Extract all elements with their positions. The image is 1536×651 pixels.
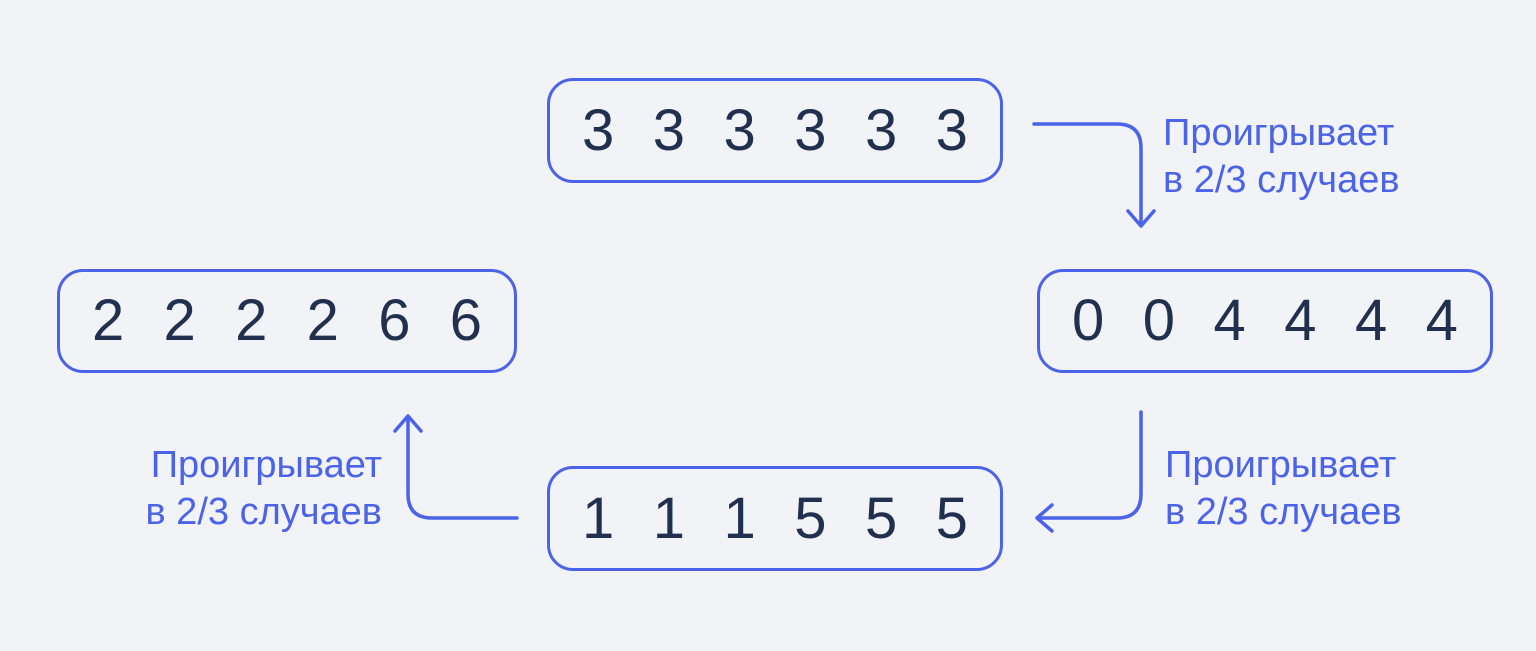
die-face-value: 4 bbox=[1354, 288, 1388, 353]
loss-label-right-to-bottom: Проигрывает в 2/3 случаев bbox=[1165, 442, 1402, 536]
die-face-value: 5 bbox=[794, 485, 827, 551]
loss-label-line2: в 2/3 случаев bbox=[1163, 159, 1400, 201]
die-box-top: 3 3 3 3 3 3 bbox=[547, 78, 1003, 183]
die-face-value: 2 bbox=[306, 288, 339, 353]
die-face-value: 1 bbox=[582, 485, 615, 551]
die-box-left: 2 2 2 2 6 6 bbox=[57, 269, 517, 373]
die-face-value: 0 bbox=[1142, 288, 1175, 353]
die-face-value: 1 bbox=[652, 485, 685, 551]
die-face-value: 3 bbox=[864, 97, 898, 163]
die-box-bottom: 1 1 1 5 5 5 bbox=[547, 466, 1003, 571]
die-face-value: 6 bbox=[378, 288, 411, 353]
arrow-top-to-right-icon bbox=[1032, 122, 1156, 228]
loss-label-line2: в 2/3 случаев bbox=[1165, 491, 1402, 533]
loss-label-bottom-to-left: Проигрывает в 2/3 случаев bbox=[82, 442, 382, 536]
die-face-value: 4 bbox=[1284, 288, 1317, 353]
die-face-value: 2 bbox=[92, 288, 125, 353]
loss-label-line1: Проигрывает bbox=[150, 444, 382, 486]
die-face-value: 6 bbox=[449, 288, 482, 353]
die-face-value: 2 bbox=[163, 288, 196, 353]
loss-label-line2: в 2/3 случаев bbox=[145, 491, 382, 533]
die-box-right: 0 0 4 4 4 4 bbox=[1037, 269, 1493, 373]
die-face-value: 5 bbox=[864, 485, 898, 551]
loss-label-line1: Проигрывает bbox=[1165, 444, 1397, 486]
die-face-value: 3 bbox=[723, 97, 756, 163]
loss-label-top-to-right: Проигрывает в 2/3 случаев bbox=[1163, 110, 1400, 204]
die-face-value: 4 bbox=[1213, 288, 1246, 353]
die-face-value: 3 bbox=[652, 97, 685, 163]
arrow-right-to-bottom-icon bbox=[1035, 410, 1143, 533]
die-face-value: 2 bbox=[235, 288, 268, 353]
die-face-value: 4 bbox=[1425, 288, 1458, 353]
die-face-value: 1 bbox=[723, 485, 756, 551]
die-face-value: 3 bbox=[935, 97, 968, 163]
die-face-value: 5 bbox=[935, 485, 968, 551]
die-face-value: 0 bbox=[1072, 288, 1105, 353]
arrow-bottom-to-left-icon bbox=[393, 414, 519, 520]
loss-label-line1: Проигрывает bbox=[1163, 112, 1395, 154]
die-face-value: 3 bbox=[794, 97, 827, 163]
die-face-value: 3 bbox=[582, 97, 615, 163]
